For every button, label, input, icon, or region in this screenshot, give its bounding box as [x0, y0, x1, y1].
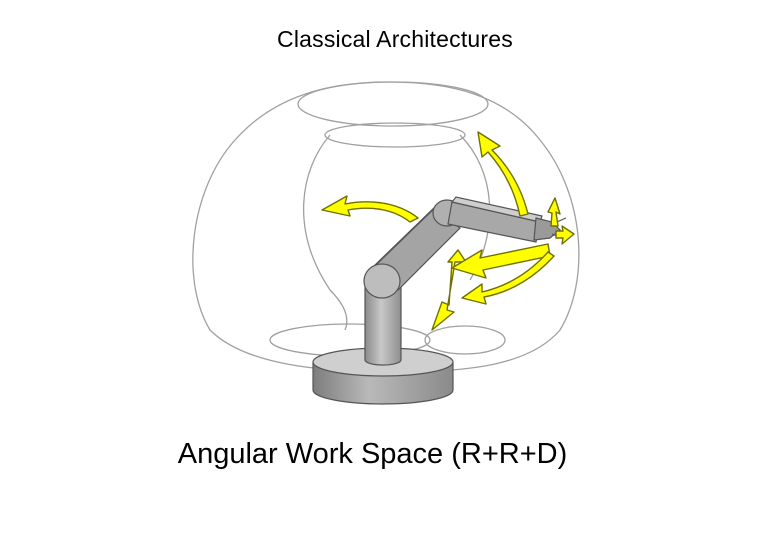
slide-title: Classical Architectures [277, 26, 513, 52]
robot-column [364, 282, 402, 366]
robot-upper-arm [363, 199, 462, 299]
gripper-arrow-top [547, 197, 561, 227]
wrist-arrow-lower [461, 251, 555, 305]
bottom-ellipse-right [424, 325, 506, 355]
swing-arrow-up [477, 131, 529, 217]
rotation-arrow-left [321, 195, 419, 223]
extension-arrow [451, 243, 551, 279]
motion-arrows [321, 131, 575, 331]
robot-forearm [447, 196, 543, 243]
elbow-arrow-vertical [431, 249, 467, 331]
gripper-arrow-right [555, 225, 575, 245]
top-ellipse [297, 81, 489, 127]
slide-caption: Angular Work Space (R+R+D) [177, 438, 568, 470]
upper-ring [324, 122, 466, 148]
robot-base [312, 347, 454, 405]
